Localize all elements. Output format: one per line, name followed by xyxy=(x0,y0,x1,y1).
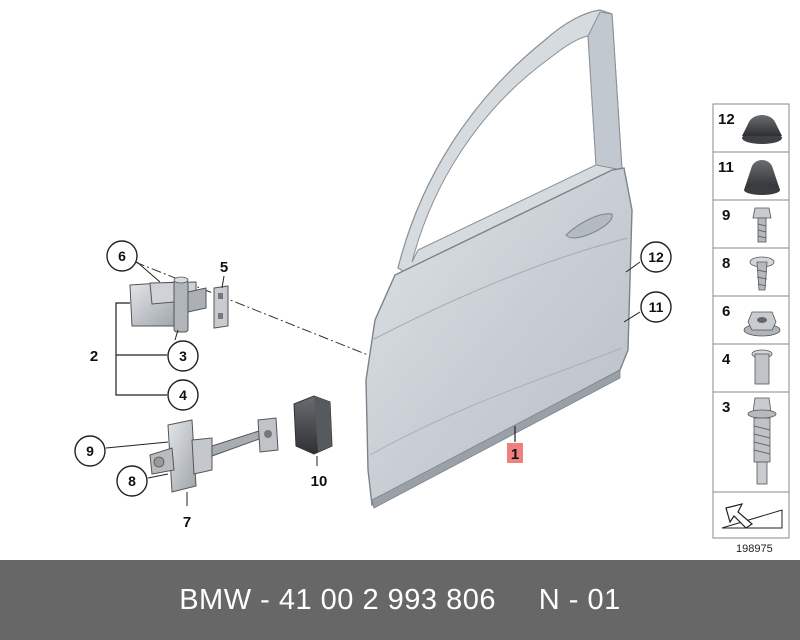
diagram-number: 198975 xyxy=(736,543,773,555)
callout-12: 12 xyxy=(648,249,664,265)
callout-7: 7 xyxy=(183,514,191,531)
hex-nut-icon xyxy=(743,311,781,337)
callout-circle-9 xyxy=(74,435,106,467)
callout-circle-4 xyxy=(167,379,199,411)
legend-label-9: 9 xyxy=(722,207,730,224)
legend-label-12: 12 xyxy=(718,111,735,128)
assembly-arrow-icon xyxy=(721,503,783,529)
bolt-icon xyxy=(747,397,777,485)
door-hinge xyxy=(129,276,207,333)
plug-cone-icon xyxy=(744,160,780,195)
plug-large-icon xyxy=(742,115,782,144)
callout-5: 5 xyxy=(220,259,228,276)
door-brake xyxy=(149,417,279,493)
alignment-line xyxy=(134,261,369,356)
callout-circle-6 xyxy=(106,240,138,272)
torx-screw-icon xyxy=(749,256,775,291)
callout-11: 11 xyxy=(649,299,664,315)
legend-label-6: 6 xyxy=(722,303,730,320)
legend-label-11: 11 xyxy=(718,159,734,176)
callout-3: 3 xyxy=(179,348,187,364)
hinge-gasket xyxy=(213,285,229,329)
callout-circle-12 xyxy=(640,241,672,273)
footer-bar: BMW - 41 00 2 993 806 N - 01 xyxy=(0,560,800,640)
part-number-text: BMW - 41 00 2 993 806 N - 01 xyxy=(179,583,621,616)
door-buffer xyxy=(293,395,333,455)
callout-2: 2 xyxy=(90,348,98,365)
callout-circle-11 xyxy=(640,291,672,323)
callout-circle-3 xyxy=(167,340,199,372)
rivet-nut-icon xyxy=(751,349,773,385)
hex-screw-icon xyxy=(752,207,772,243)
callout-4: 4 xyxy=(179,387,187,403)
legend-label-3: 3 xyxy=(722,399,730,416)
callout-9: 9 xyxy=(86,443,94,459)
callout-8: 8 xyxy=(128,473,136,489)
callout-6: 6 xyxy=(118,248,126,264)
legend-label-4: 4 xyxy=(722,351,731,368)
callout-circle-8 xyxy=(116,465,148,497)
parts-diagram: 1 12 11 5 6 2 3 4 9 xyxy=(74,9,790,555)
parts-legend: 12 11 9 8 6 xyxy=(712,103,790,555)
callout-1: 1 xyxy=(511,446,519,463)
legend-label-8: 8 xyxy=(722,255,730,272)
highlight-box xyxy=(507,443,523,463)
door-panel xyxy=(365,9,633,509)
callout-10: 10 xyxy=(311,473,328,490)
